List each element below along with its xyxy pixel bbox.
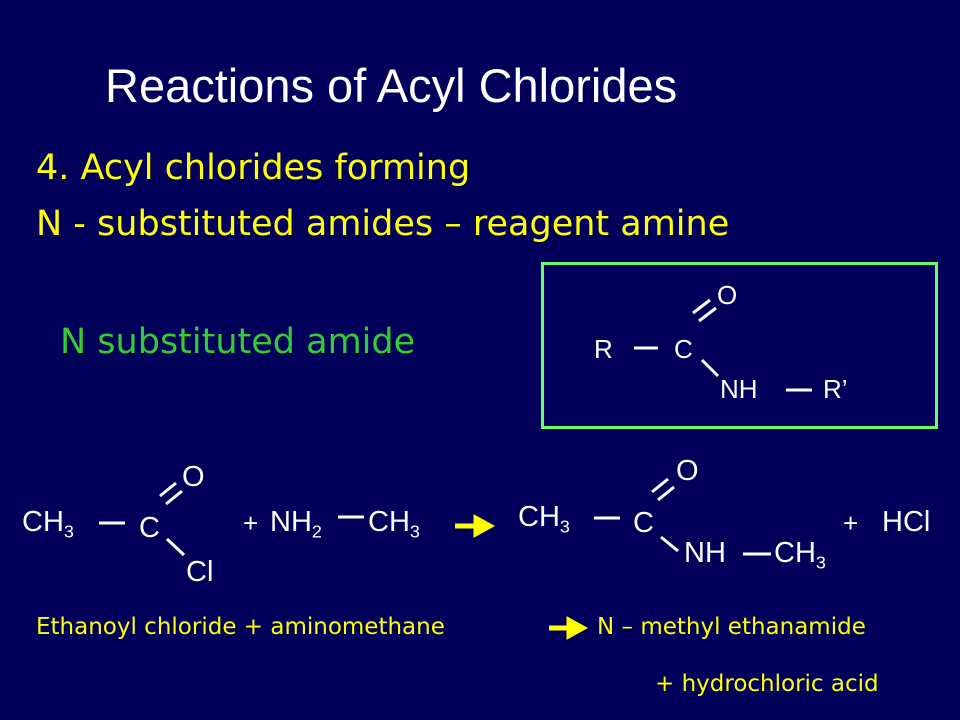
bond-co-r1b xyxy=(165,489,183,506)
word-equation-left: Ethanoyl chloride + aminomethane xyxy=(36,614,445,640)
reactant2-nh2: NH2 xyxy=(270,506,322,542)
bond-c-n xyxy=(700,358,720,378)
bond-c-cl xyxy=(165,537,186,557)
reactant1-o: O xyxy=(182,461,205,493)
word-equation-right: N – methyl ethanamide xyxy=(597,614,866,640)
atom-r: R xyxy=(594,334,613,364)
byproduct-hcl: HCl xyxy=(882,506,931,538)
product-c: C xyxy=(633,507,654,539)
amide-type-label: N substituted amide xyxy=(60,322,416,362)
plus-sign-2: + xyxy=(843,508,859,538)
bond-co-p1b xyxy=(657,485,675,502)
bond-co-p1a xyxy=(651,477,669,494)
subtitle-line-1: 4. Acyl chlorides forming xyxy=(36,148,471,188)
word-arrow-head xyxy=(566,616,589,640)
atom-o: O xyxy=(717,280,738,310)
subtitle-line-2: N - substituted amides – reagent amine xyxy=(36,204,730,244)
reactant1-ch3: CH3 xyxy=(22,506,74,542)
bond-co-1 xyxy=(692,298,711,315)
word-equation-line2: + hydrochloric acid xyxy=(655,671,879,697)
product-o: O xyxy=(676,455,699,487)
atom-c: C xyxy=(674,334,693,364)
reaction-arrow-head xyxy=(473,514,496,538)
plus-sign-1: + xyxy=(243,508,259,538)
product-ch3-n: CH3 xyxy=(774,537,826,573)
atom-r-prime: R’ xyxy=(823,374,848,404)
slide-title: Reactions of Acyl Chlorides xyxy=(105,59,678,112)
bond-co-2 xyxy=(698,306,717,323)
product-nh: NH xyxy=(684,537,726,569)
reactant1-cl: Cl xyxy=(186,556,214,588)
atom-nh: NH xyxy=(720,374,758,404)
reactant2-ch3: CH3 xyxy=(368,506,420,542)
bond-c-nh-p xyxy=(660,535,679,553)
bond-co-r1a xyxy=(159,481,177,498)
general-structure-box xyxy=(541,262,938,429)
product-ch3: CH3 xyxy=(518,501,570,537)
reactant1-c: C xyxy=(139,512,160,544)
